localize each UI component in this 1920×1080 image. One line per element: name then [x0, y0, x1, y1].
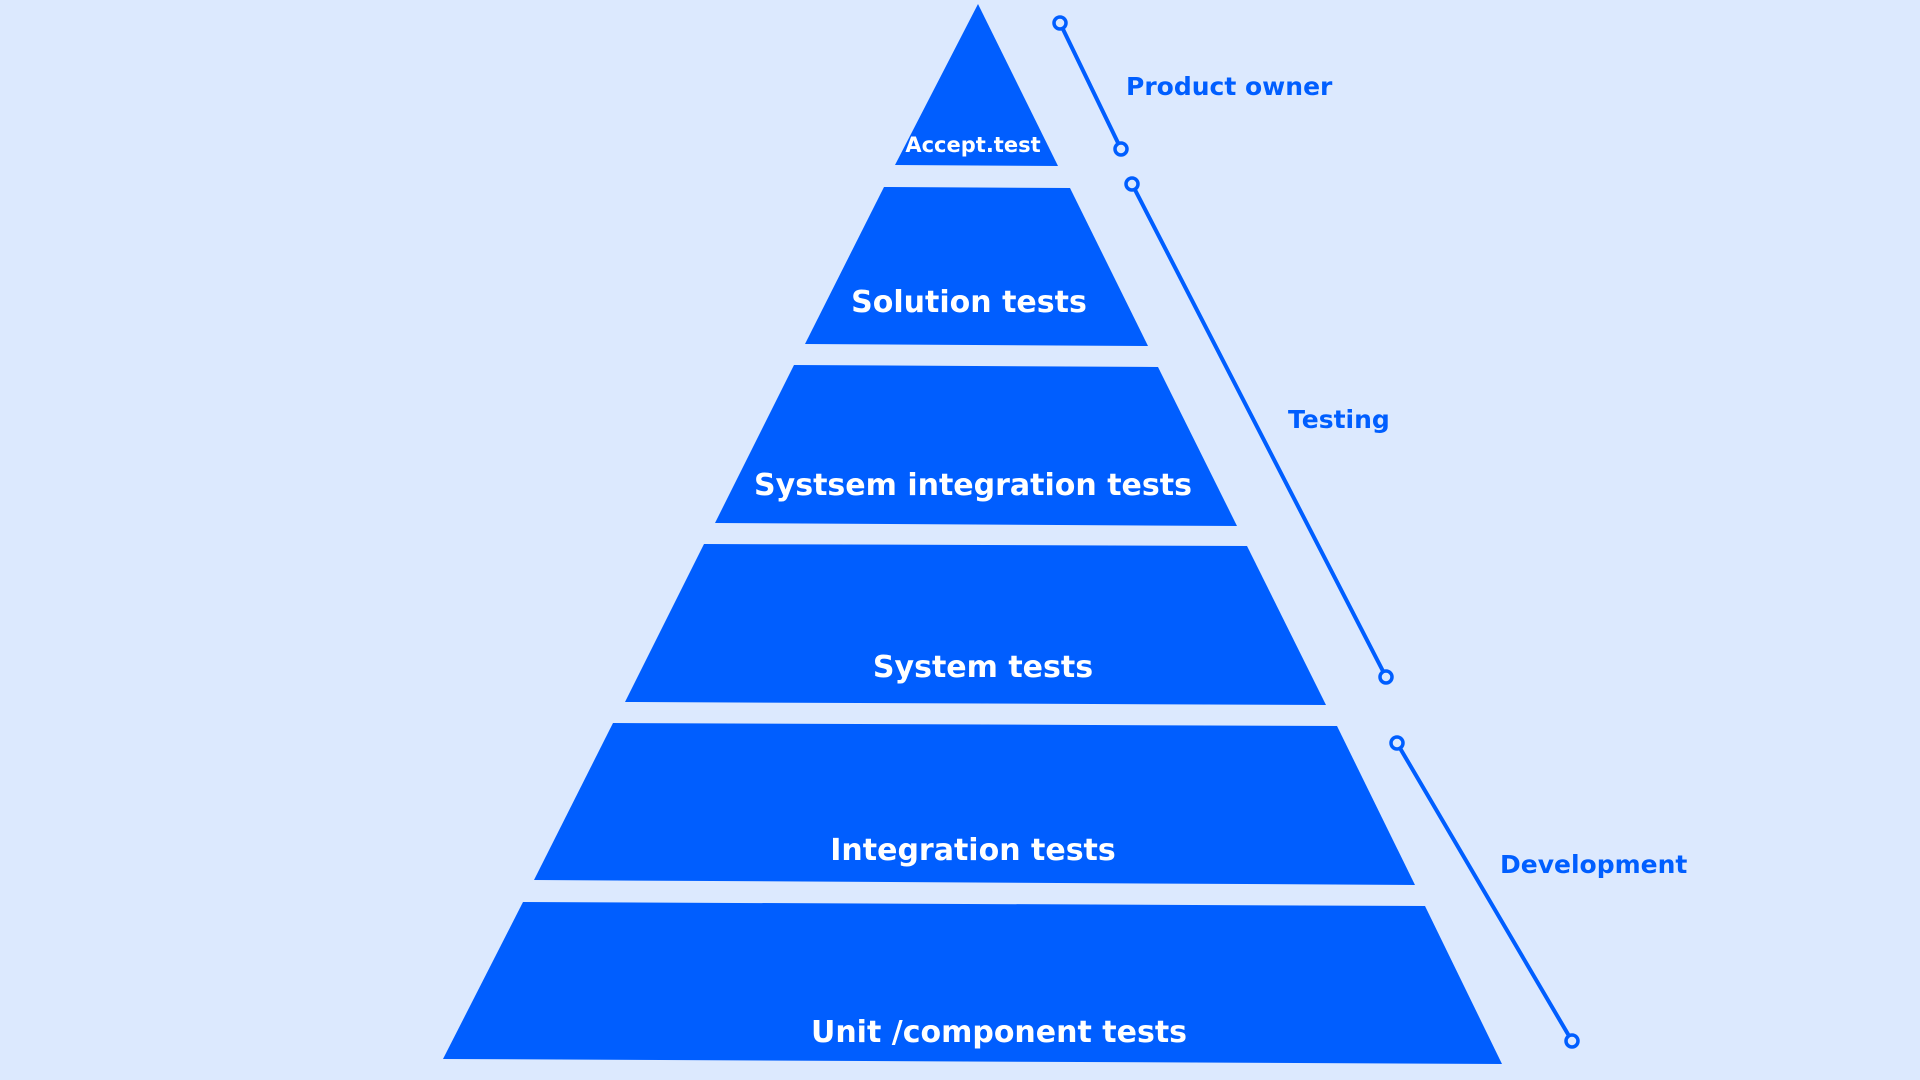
role-label-development: Development	[1500, 850, 1687, 879]
bracket-endpoint-bottom	[1113, 141, 1129, 157]
tier-system-integration-tests	[715, 365, 1237, 526]
role-bracket-testing: Testing	[1124, 176, 1394, 685]
role-bracket-development: Development	[1389, 735, 1687, 1049]
tier-label-system-tests: System tests	[873, 650, 1093, 685]
tier-acceptance-tests	[895, 4, 1058, 166]
role-label-product-owner: Product owner	[1126, 72, 1333, 101]
tier-integration-tests	[534, 723, 1415, 885]
bracket-endpoint-bottom	[1564, 1033, 1580, 1049]
bracket-endpoint-bottom	[1378, 669, 1394, 685]
tier-label-acceptance-tests: Accept.test	[905, 133, 1040, 157]
bracket-endpoint-top	[1389, 735, 1405, 751]
bracket-line-testing	[1130, 182, 1388, 679]
role-bracket-product-owner: Product owner	[1052, 15, 1333, 157]
tier-label-unit-component-tests: Unit /component tests	[811, 1015, 1187, 1050]
tier-label-integration-tests: Integration tests	[830, 833, 1116, 868]
bracket-endpoint-top	[1124, 176, 1140, 192]
tier-label-solution-tests: Solution tests	[851, 285, 1087, 320]
role-label-testing: Testing	[1288, 405, 1390, 434]
tier-label-system-integration-tests: Systsem integration tests	[754, 468, 1192, 503]
bracket-endpoint-top	[1052, 15, 1068, 31]
tier-unit-component-tests	[443, 902, 1502, 1064]
bracket-line-product-owner	[1058, 21, 1123, 151]
pyramid: Accept.test Solution tests Systsem integ…	[443, 4, 1502, 1064]
tier-solution-tests	[805, 187, 1148, 346]
bracket-line-development	[1395, 741, 1574, 1043]
tier-system-tests	[625, 544, 1326, 705]
